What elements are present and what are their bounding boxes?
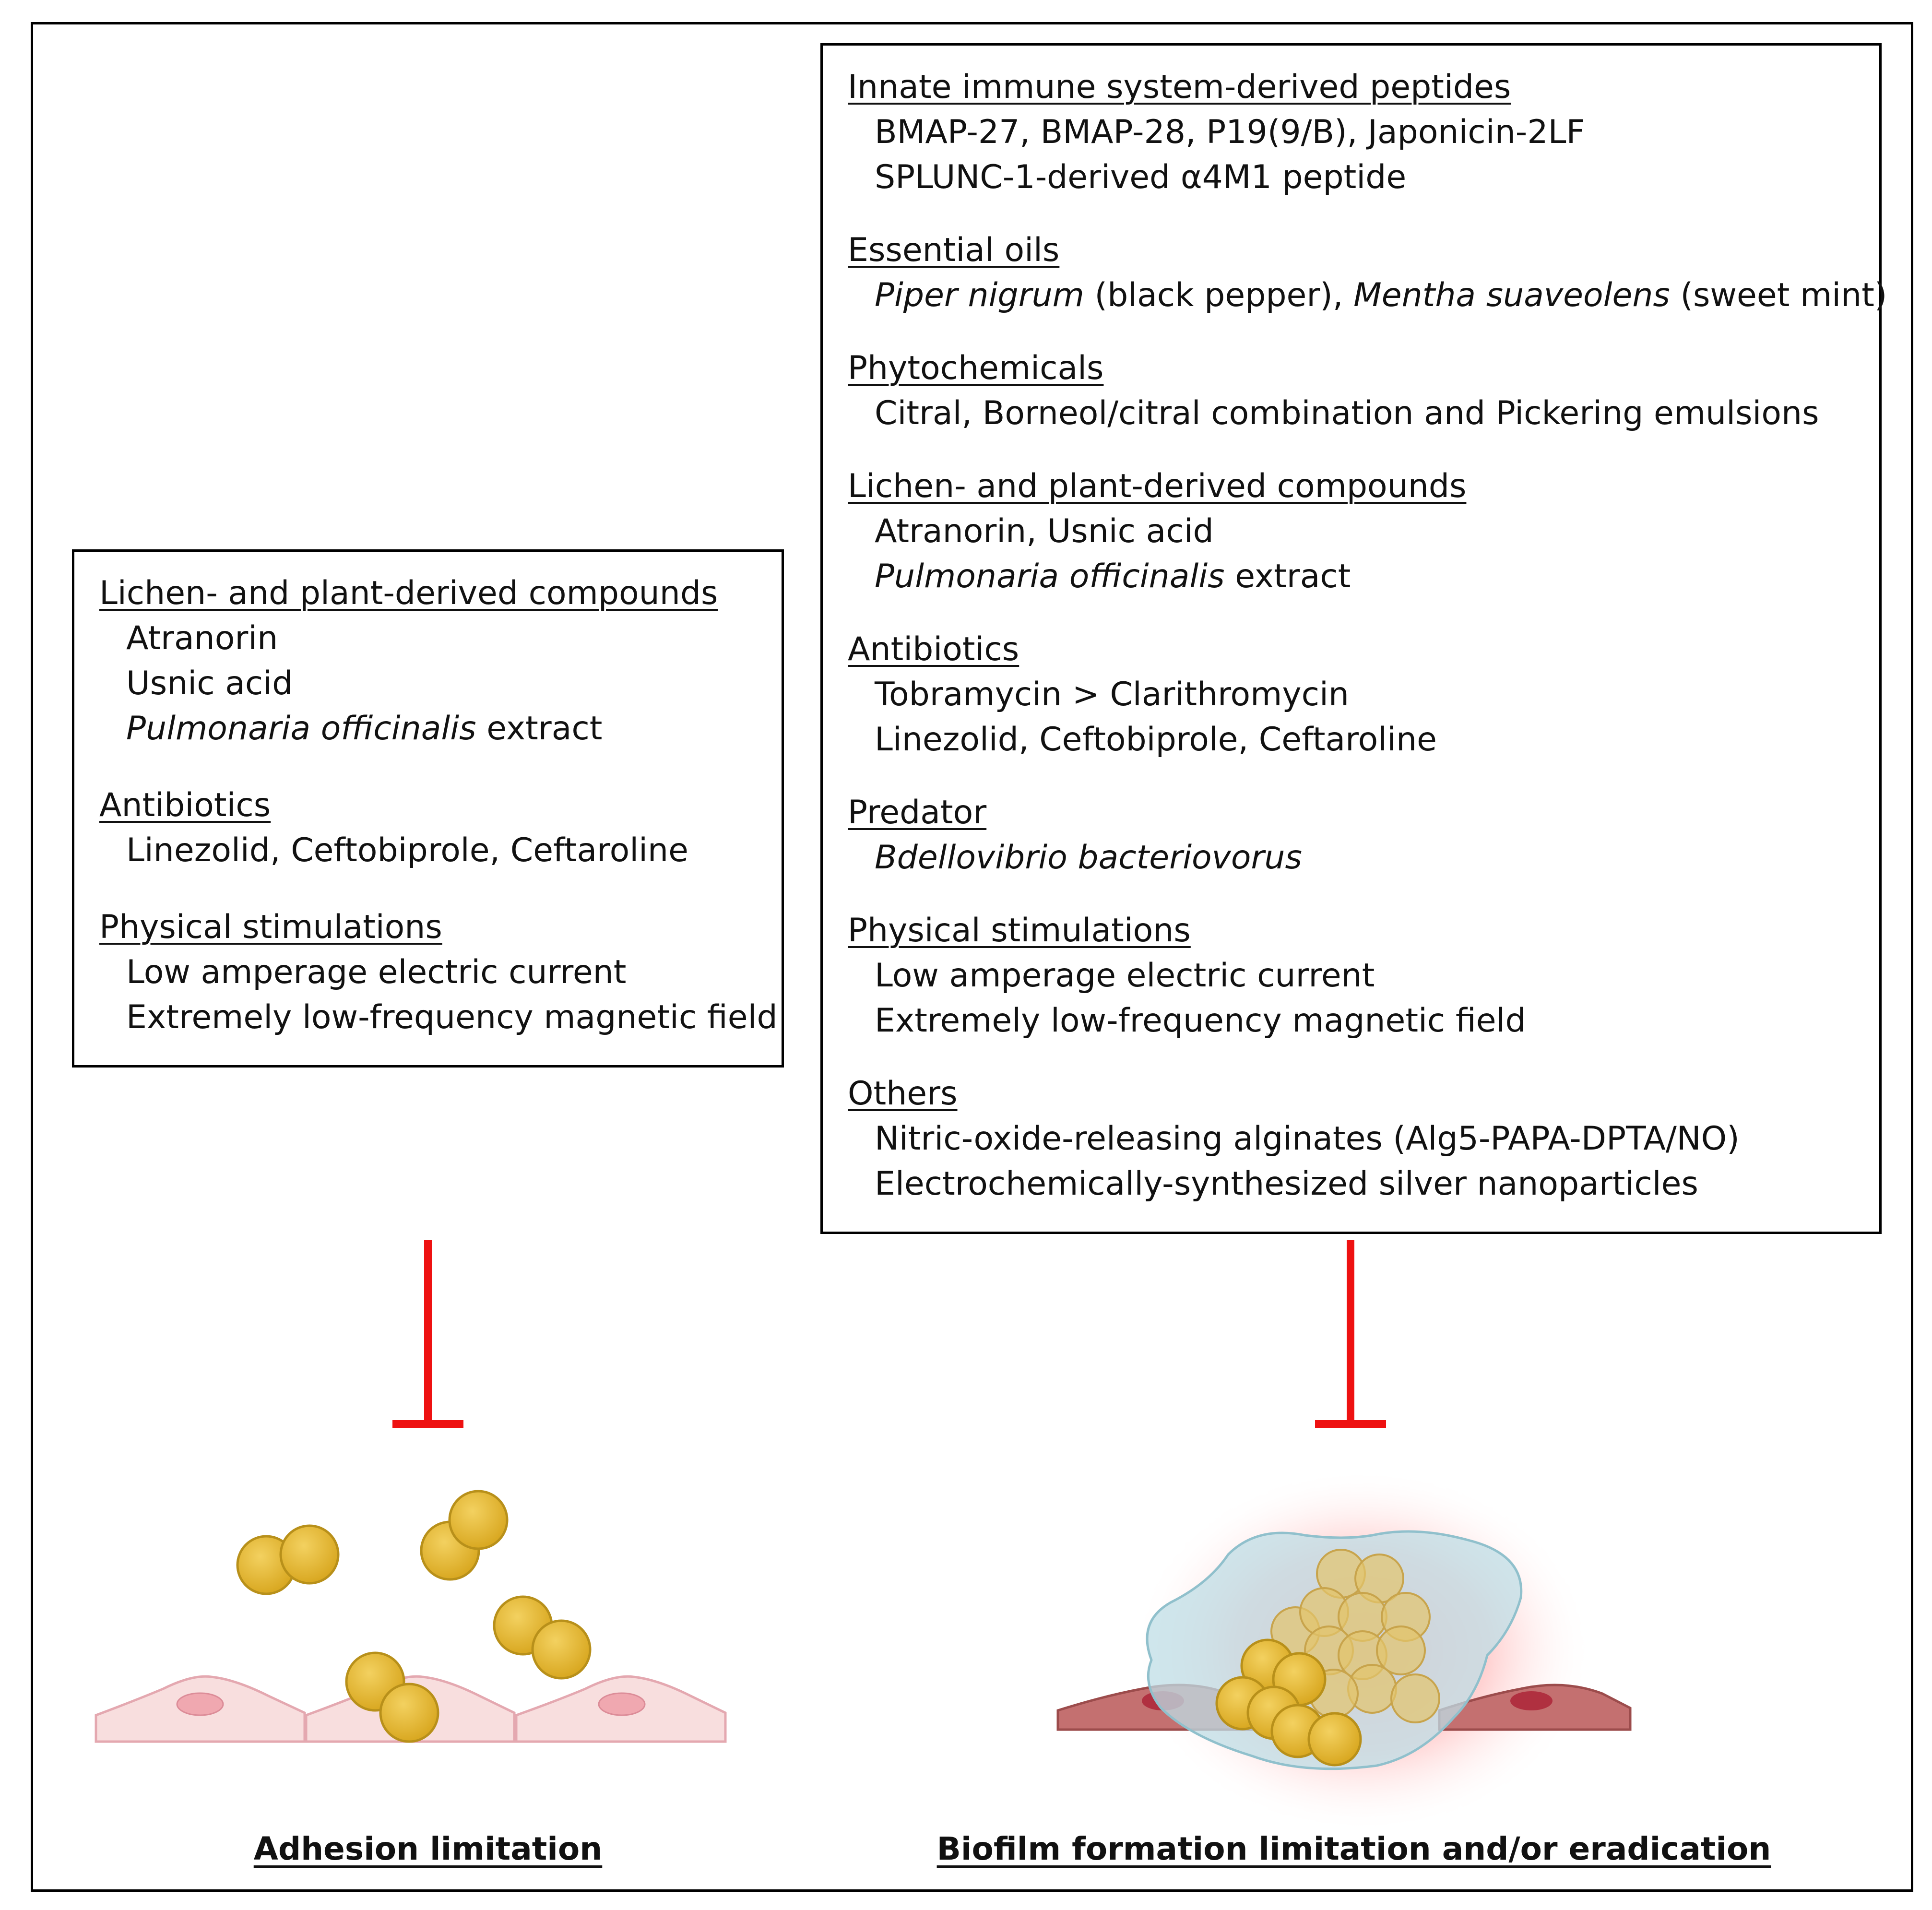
section-item: Linezolid, Ceftobiprole, Ceftaroline xyxy=(126,831,688,869)
section-item: Pulmonaria officinalis extract xyxy=(126,710,603,747)
section-item: Nitric-oxide-releasing alginates (Alg5-P… xyxy=(875,1120,1740,1158)
inhibition-symbol-right xyxy=(1315,1240,1386,1428)
section-heading: Predator xyxy=(848,794,987,831)
section-item: SPLUNC-1-derived α4M1 peptide xyxy=(875,158,1407,196)
section-heading: Lichen- and plant-derived compounds xyxy=(99,574,718,612)
section-item: BMAP-27, BMAP-28, P19(9/B), Japonicin-2L… xyxy=(875,113,1585,151)
section-heading: Physical stimulations xyxy=(848,912,1191,949)
section-heading: Physical stimulations xyxy=(99,908,442,946)
adhesion-limitation-label: Adhesion limitation xyxy=(253,1830,603,1867)
section-item: Low amperage electric current xyxy=(875,957,1375,995)
section-item: Atranorin xyxy=(126,619,278,657)
section-item: Low amperage electric current xyxy=(126,953,627,991)
section-item: Piper nigrum (black pepper), Mentha suav… xyxy=(875,276,1887,314)
embedded-bacteria xyxy=(1270,1549,1440,1723)
surface-bacteria xyxy=(1215,1638,1362,1767)
section-item: Bdellovibrio bacteriovorus xyxy=(875,839,1302,877)
section-heading: Innate immune system-derived peptides xyxy=(848,68,1511,106)
section-item: Extremely low-frequency magnetic field xyxy=(126,998,778,1036)
biofilm-limitation-label: Biofilm formation limitation and/or erad… xyxy=(936,1830,1771,1867)
section-heading: Phytochemicals xyxy=(848,349,1104,387)
section-heading: Lichen- and plant-derived compounds xyxy=(848,467,1467,505)
section-item: Linezolid, Ceftobiprole, Ceftaroline xyxy=(875,721,1437,759)
section-heading: Antibiotics xyxy=(99,786,271,824)
section-heading: Others xyxy=(848,1075,958,1113)
section-item: Pulmonaria officinalis extract xyxy=(875,558,1351,595)
figure-frame xyxy=(31,22,1913,1892)
section-heading: Antibiotics xyxy=(848,630,1019,668)
section-item: Extremely low-frequency magnetic field xyxy=(875,1002,1526,1040)
section-item: Electrochemically-synthesized silver nan… xyxy=(875,1165,1698,1203)
section-item: Atranorin, Usnic acid xyxy=(875,512,1214,550)
section-item: Citral, Borneol/citral combination and P… xyxy=(875,394,1819,432)
planktonic-bacteria xyxy=(236,1490,592,1743)
section-heading: Essential oils xyxy=(848,231,1060,269)
section-item: Usnic acid xyxy=(126,664,293,702)
section-item: Tobramycin > Clarithromycin xyxy=(875,676,1350,713)
inhibition-symbol-left xyxy=(392,1240,463,1428)
